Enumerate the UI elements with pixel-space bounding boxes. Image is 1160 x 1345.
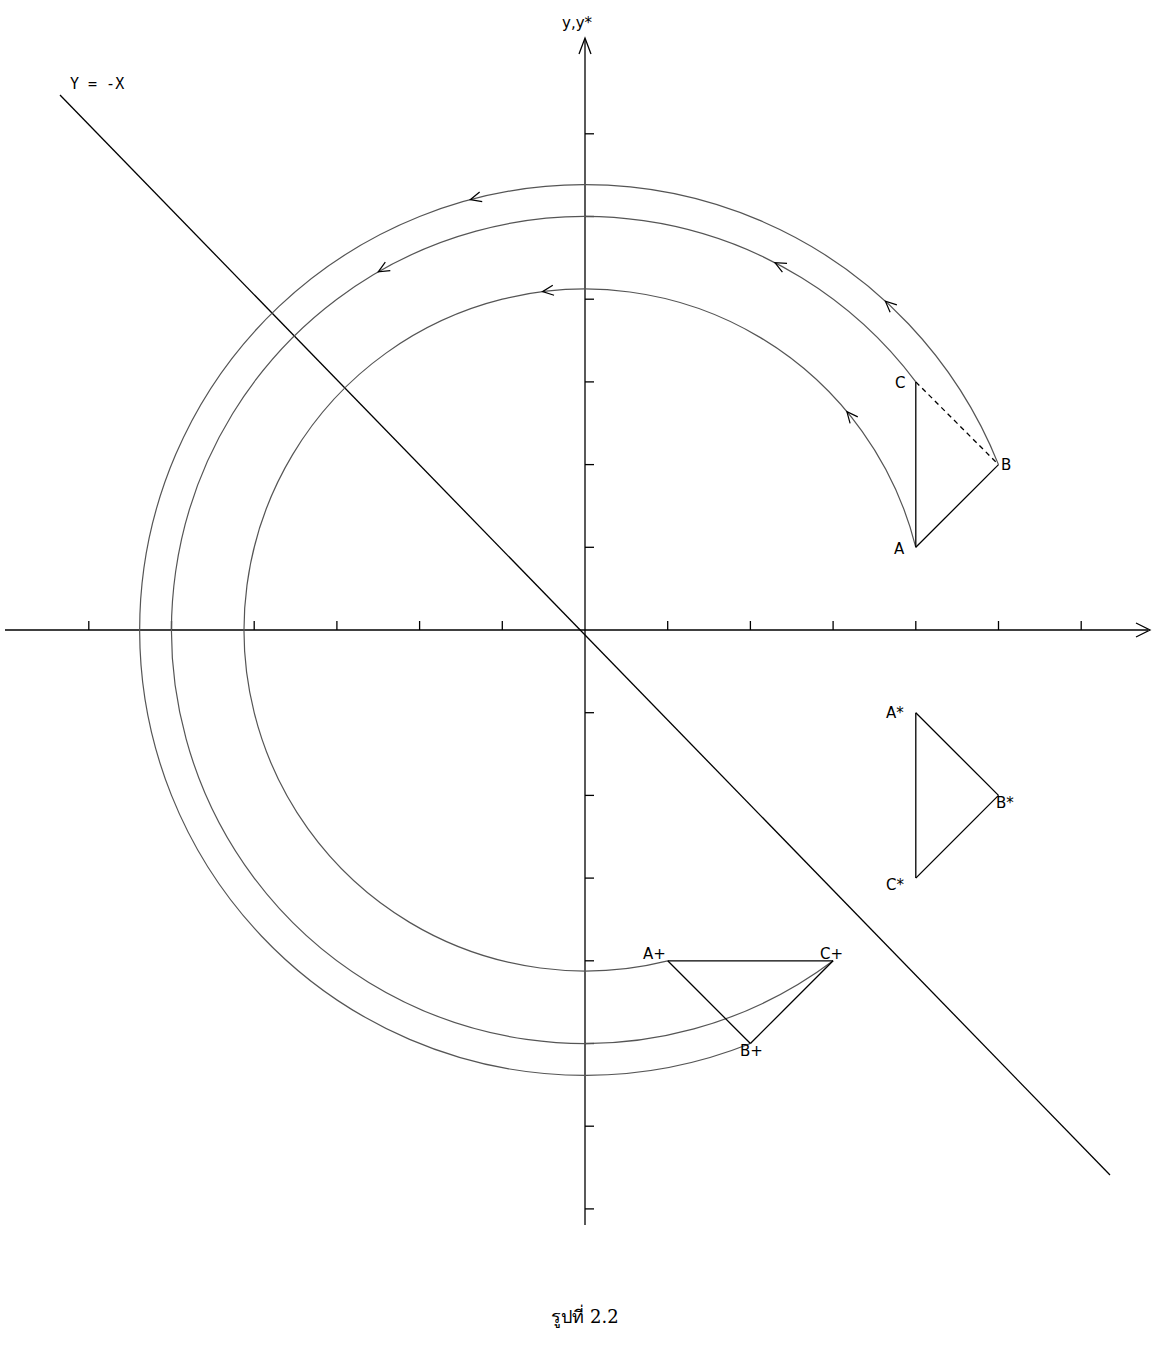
point-label: C*: [886, 878, 904, 893]
arc-arrowhead: [847, 412, 858, 424]
x-tick: [915, 621, 916, 630]
line-label: Y = -X: [70, 77, 124, 92]
triangle-side: [916, 382, 999, 465]
y-tick: [585, 547, 594, 548]
arc-arrowhead: [470, 192, 482, 202]
triangle-side: [915, 382, 916, 547]
rotation-arc: [244, 289, 916, 971]
point-label: C+: [820, 947, 843, 962]
y-tick: [585, 1208, 594, 1209]
axis-label: y,y*: [562, 16, 592, 31]
y-tick: [585, 877, 594, 878]
x-tick: [254, 621, 255, 630]
x-tick: [998, 621, 999, 630]
triangle-side: [915, 713, 916, 878]
triangle-side: [916, 713, 999, 796]
arc-arrowhead: [775, 263, 787, 272]
arc-arrowhead: [542, 285, 554, 295]
point-label: B*: [996, 796, 1014, 811]
y-tick: [585, 381, 594, 382]
y-tick: [585, 1126, 594, 1127]
point-label: C: [895, 376, 905, 391]
x-tick: [502, 621, 503, 630]
arc-arrowhead: [885, 301, 896, 312]
axis-arrowhead: [1136, 623, 1150, 637]
mirror-line: [60, 95, 1110, 1175]
triangle-side: [916, 465, 999, 548]
x-tick: [750, 621, 751, 630]
x-tick: [1081, 621, 1082, 630]
figure-caption: รูปที่ 2.2: [551, 1308, 618, 1326]
rotation-arc: [140, 185, 999, 1076]
triangle-side: [668, 960, 833, 961]
triangle-side: [668, 961, 751, 1044]
y-tick: [585, 795, 594, 796]
x-tick: [667, 621, 668, 630]
point-label: A*: [886, 706, 904, 721]
triangle-side: [916, 795, 999, 878]
arc-arrowhead: [378, 262, 390, 272]
y-tick: [585, 464, 594, 465]
x-tick: [832, 621, 833, 630]
y-axis: [584, 40, 585, 1225]
point-label: A: [894, 542, 904, 557]
point-label: B: [1001, 458, 1011, 473]
y-tick: [585, 299, 594, 300]
y-tick: [585, 960, 594, 961]
y-tick: [585, 133, 594, 134]
axis-arrowhead: [579, 38, 591, 54]
triangle-side: [750, 961, 833, 1044]
x-tick: [419, 621, 420, 630]
rotation-arc: [172, 217, 916, 1044]
y-tick: [585, 712, 594, 713]
x-tick: [336, 621, 337, 630]
point-label: B+: [740, 1044, 763, 1059]
x-axis: [5, 629, 1148, 630]
point-label: A+: [643, 947, 666, 962]
x-tick: [88, 621, 89, 630]
